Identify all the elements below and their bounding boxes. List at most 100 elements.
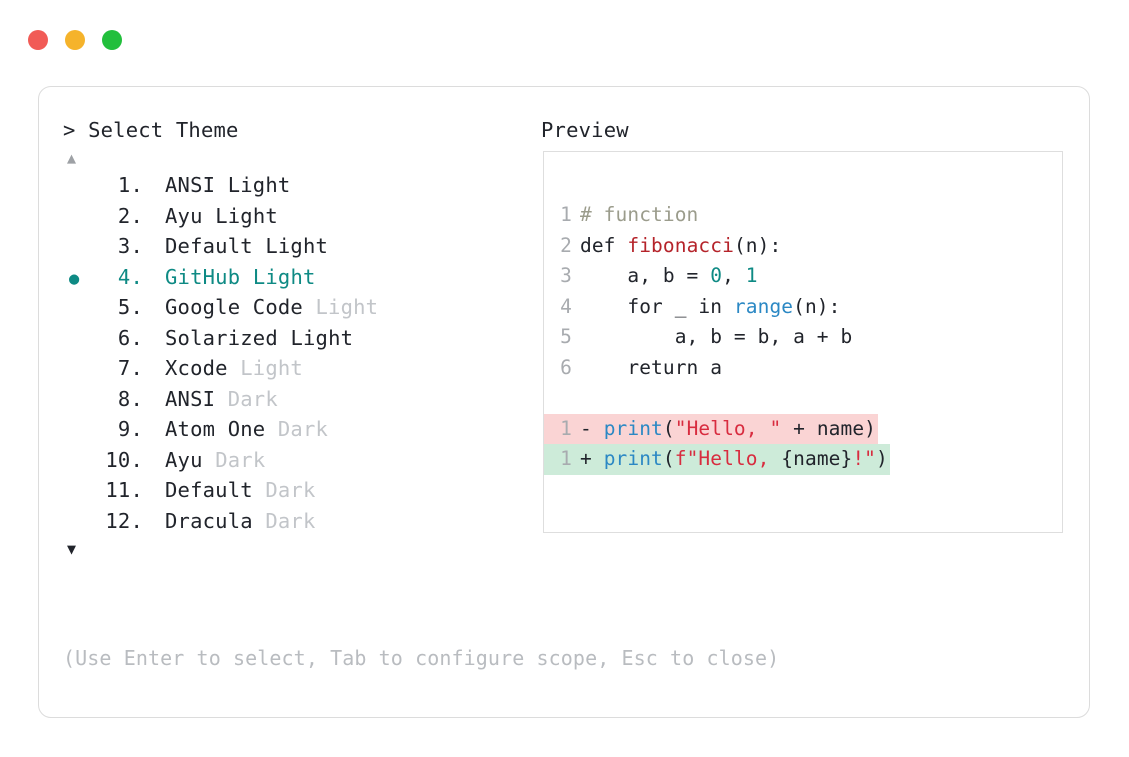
theme-item-index: 6. bbox=[117, 325, 143, 350]
code-token-plain: return a bbox=[580, 355, 723, 379]
code-token-plain: ) bbox=[876, 447, 888, 470]
theme-item-name: GitHub bbox=[165, 264, 241, 289]
theme-list-item[interactable]: 12. Dracula Dark bbox=[63, 506, 541, 537]
theme-item-name: Default bbox=[165, 234, 253, 258]
theme-item-space bbox=[228, 353, 241, 384]
code-line-number: 1 bbox=[560, 203, 572, 226]
code-token-plain: a, b = b, a + b bbox=[580, 325, 853, 348]
bullet-placeholder bbox=[63, 203, 95, 234]
code-token-str: !" bbox=[852, 447, 877, 470]
bullet-placeholder bbox=[63, 508, 95, 539]
theme-item-variant: Light bbox=[227, 173, 291, 197]
theme-item-name: ANSI bbox=[165, 386, 216, 411]
theme-item-space bbox=[253, 506, 266, 537]
theme-item-index: 9. bbox=[117, 417, 143, 441]
code-line-source: a, b = b, a + b bbox=[580, 322, 1062, 353]
bullet-placeholder bbox=[63, 447, 95, 478]
code-token-plain: a, b = bbox=[580, 264, 711, 287]
theme-item-space bbox=[240, 262, 253, 293]
theme-item-variant: Light bbox=[252, 264, 316, 289]
diff-line-del: 1- print("Hello, " + name) bbox=[544, 413, 1062, 444]
theme-item-gap bbox=[143, 353, 165, 384]
theme-item-gap bbox=[143, 201, 165, 232]
theme-list-item[interactable]: 5. Google Code Light bbox=[63, 292, 541, 323]
code-token-builtin: print bbox=[603, 447, 663, 470]
code-token-str: "Hello, " bbox=[674, 416, 782, 440]
code-token-plain: {name} bbox=[781, 447, 853, 470]
theme-list-item[interactable]: 3. Default Light bbox=[63, 231, 541, 262]
diff-line-number: 1 bbox=[544, 413, 580, 444]
code-line-number: 5 bbox=[560, 325, 572, 348]
bullet-placeholder bbox=[63, 233, 95, 264]
minimize-icon[interactable] bbox=[65, 30, 85, 50]
prompt-caret-icon: > bbox=[63, 118, 76, 142]
theme-list-item[interactable]: 9. Atom One Dark bbox=[63, 414, 541, 445]
diff-line-source: + print(f"Hello, {name}!") bbox=[580, 444, 890, 475]
preview-title: Preview bbox=[541, 118, 629, 142]
diff-line-source: - print("Hello, " + name) bbox=[580, 413, 879, 444]
theme-list-item[interactable]: 2. Ayu Light bbox=[63, 201, 541, 232]
theme-item-name: Default bbox=[165, 478, 253, 502]
theme-item-index: 10. bbox=[105, 447, 143, 472]
theme-item-space bbox=[265, 414, 278, 445]
theme-item-variant: Dark bbox=[227, 386, 278, 411]
theme-item-variant: Dark bbox=[265, 478, 316, 502]
theme-list-item[interactable]: ● 4. GitHub Light bbox=[63, 262, 541, 293]
theme-item-gap bbox=[143, 231, 165, 262]
theme-list-item[interactable]: 7. Xcode Light bbox=[63, 353, 541, 384]
diff-block: 1- print("Hello, " + name)1+ print(f"Hel… bbox=[544, 413, 1062, 475]
theme-item-space bbox=[303, 292, 316, 323]
theme-picker-card: > Select Theme ▲ 1. ANSI Light 2. Ayu Li… bbox=[38, 86, 1090, 718]
theme-list-item[interactable]: 8. ANSI Dark bbox=[63, 384, 541, 415]
bullet-placeholder bbox=[63, 294, 95, 325]
theme-item-gap bbox=[143, 506, 165, 537]
theme-list-item[interactable]: 10. Ayu Dark bbox=[63, 445, 541, 476]
theme-item-space bbox=[215, 170, 228, 201]
code-line-source: for _ in range(n): bbox=[580, 292, 1062, 323]
bullet-placeholder bbox=[63, 325, 95, 356]
code-line: 6 return a bbox=[544, 353, 1062, 384]
code-token-kw: def bbox=[580, 233, 628, 257]
theme-item-name: Google Code bbox=[165, 295, 303, 319]
close-icon[interactable] bbox=[28, 30, 48, 50]
code-line-source: a, b = 0, 1 bbox=[580, 261, 1062, 292]
theme-item-name: ANSI bbox=[165, 173, 216, 197]
theme-item-index: 8. bbox=[117, 386, 143, 411]
theme-item-space bbox=[253, 231, 266, 262]
theme-item-variant: Light bbox=[265, 234, 329, 258]
scroll-up-icon[interactable]: ▲ bbox=[67, 149, 77, 167]
code-token-comment: # function bbox=[580, 203, 699, 226]
maximize-icon[interactable] bbox=[102, 30, 122, 50]
code-token-plain: ( bbox=[662, 416, 675, 440]
selected-bullet-icon: ● bbox=[69, 268, 80, 289]
bullet-placeholder bbox=[63, 416, 95, 447]
theme-item-name: Ayu bbox=[165, 203, 203, 228]
theme-item-index: 4. bbox=[117, 264, 143, 289]
select-theme-heading: > Select Theme bbox=[63, 117, 541, 143]
code-line-number: 3 bbox=[560, 264, 572, 287]
theme-item-name: Atom One bbox=[165, 417, 266, 441]
theme-item-index: 1. bbox=[117, 173, 143, 197]
theme-item-space bbox=[215, 384, 228, 415]
bullet-placeholder bbox=[63, 355, 95, 386]
code-token-plain: , bbox=[722, 264, 746, 287]
theme-list-panel: > Select Theme ▲ 1. ANSI Light 2. Ayu Li… bbox=[63, 117, 541, 560]
diff-sign: + bbox=[580, 447, 604, 470]
theme-item-name: Ayu bbox=[165, 447, 203, 472]
theme-item-variant: Dark bbox=[277, 417, 329, 441]
theme-item-gap bbox=[143, 475, 165, 506]
theme-item-gap bbox=[143, 292, 165, 323]
code-line-source: # function bbox=[580, 200, 1062, 231]
theme-list-item[interactable]: 11. Default Dark bbox=[63, 475, 541, 506]
theme-list-item[interactable]: 6. Solarized Light bbox=[63, 323, 541, 354]
theme-item-name: Dracula bbox=[165, 508, 253, 533]
select-theme-title: Select Theme bbox=[88, 118, 239, 142]
theme-item-variant: Light bbox=[290, 325, 354, 350]
code-line: 3 a, b = 0, 1 bbox=[544, 261, 1062, 292]
window-traffic-lights bbox=[28, 30, 122, 50]
code-spacer bbox=[544, 383, 1062, 414]
theme-list-item[interactable]: 1. ANSI Light bbox=[63, 170, 541, 201]
code-line: 1 # function bbox=[544, 200, 1062, 231]
scroll-down-icon[interactable]: ▼ bbox=[67, 540, 77, 558]
